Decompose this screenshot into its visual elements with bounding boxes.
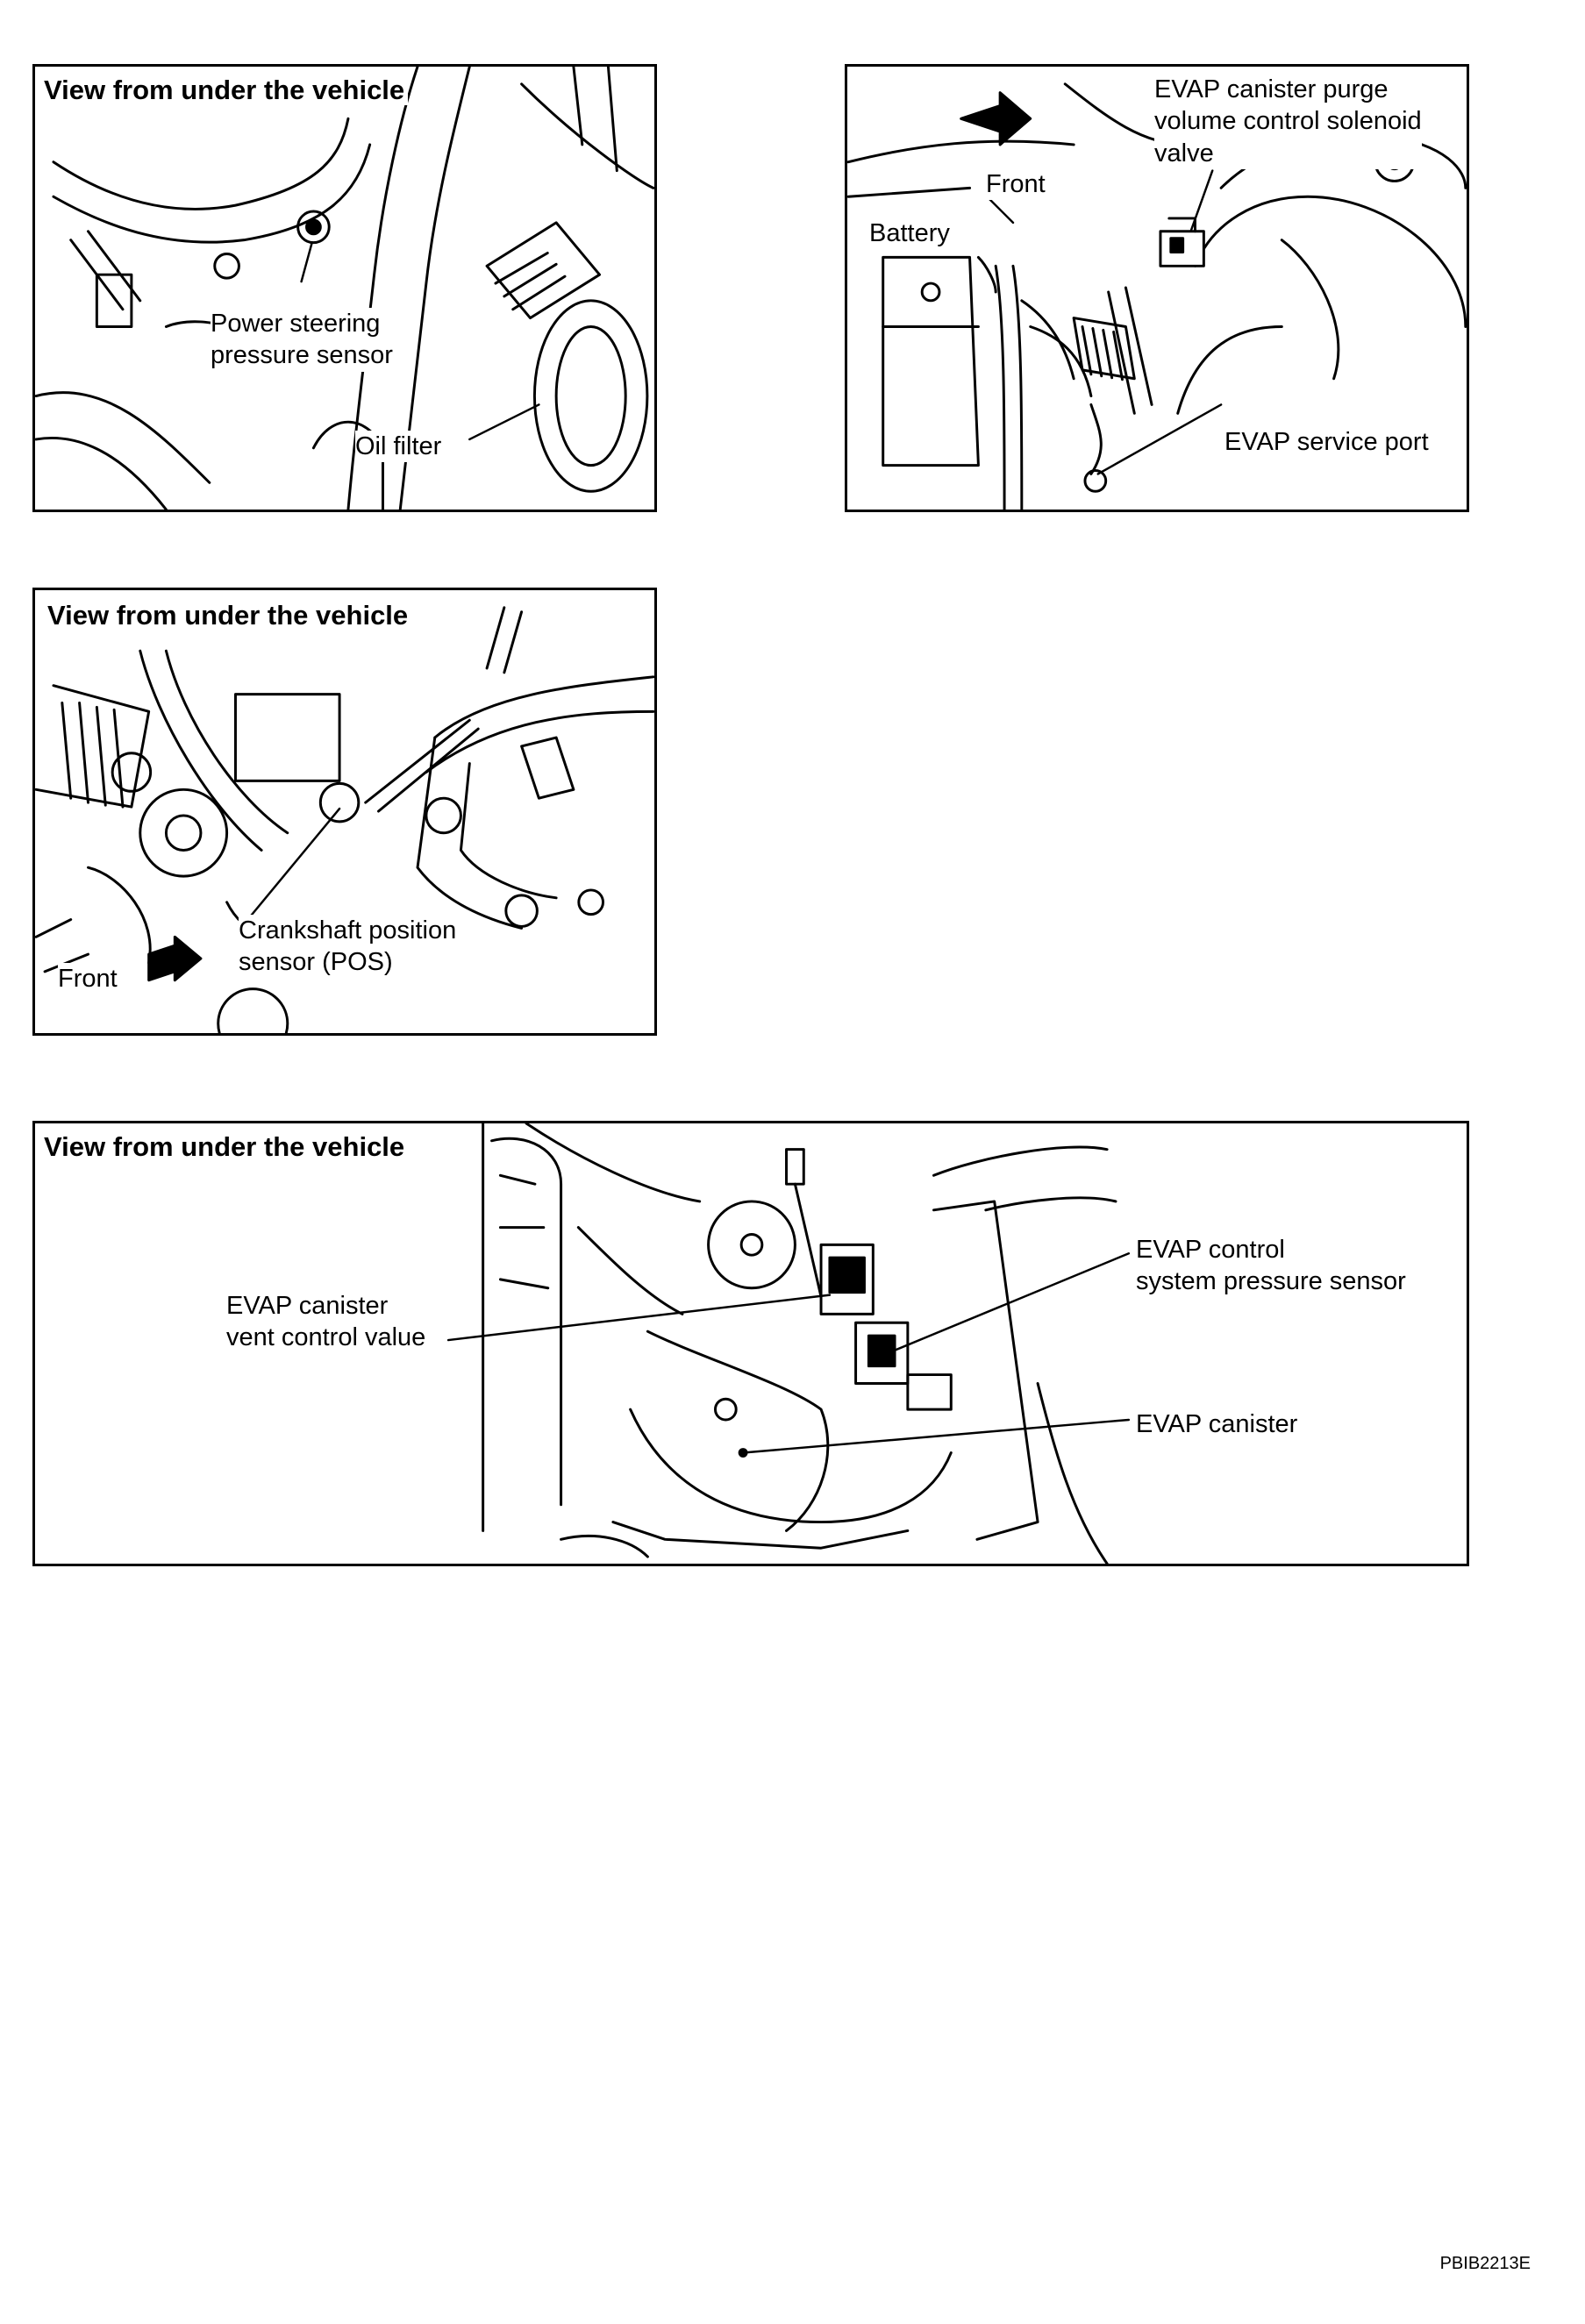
label-evap-canister-vent-control-valve: EVAP canister vent control value [226, 1290, 426, 1354]
evap-canister-illustration [446, 1123, 1131, 1564]
panel-heading: View from under the vehicle [47, 600, 412, 631]
label-evap-service-port: EVAP service port [1224, 426, 1429, 459]
power-steering-illustration [35, 67, 654, 510]
panel-power-steering: View from under the vehicle Power steeri… [32, 64, 657, 512]
panel-crankshaft: View from under the vehicle Crankshaft p… [32, 588, 657, 1036]
front-label: Front [986, 168, 1046, 201]
label-power-steering-pressure-sensor: Power steering pressure sensor [211, 308, 393, 372]
label-evap-canister: EVAP canister [1136, 1408, 1298, 1441]
figure-code: PBIB2213E [1439, 2254, 1531, 2273]
panel-evap-canister: View from under the vehicle EVAP caniste… [32, 1121, 1469, 1566]
panel-heading: View from under the vehicle [44, 1131, 409, 1163]
front-label: Front [58, 963, 118, 995]
label-evap-canister-purge-valve: EVAP canister purge volume control solen… [1154, 74, 1422, 169]
label-oil-filter: Oil filter [355, 431, 442, 463]
label-crankshaft-position-sensor: Crankshaft position sensor (POS) [239, 915, 457, 979]
panel-evap-purge: EVAP canister purge volume control solen… [845, 64, 1469, 512]
label-battery: Battery [869, 217, 950, 250]
crankshaft-illustration [35, 606, 654, 1033]
panel-heading: View from under the vehicle [44, 75, 409, 106]
evap-purge-illustration [847, 82, 1467, 510]
label-evap-control-system-pressure-sensor: EVAP control system pressure sensor [1136, 1234, 1406, 1298]
